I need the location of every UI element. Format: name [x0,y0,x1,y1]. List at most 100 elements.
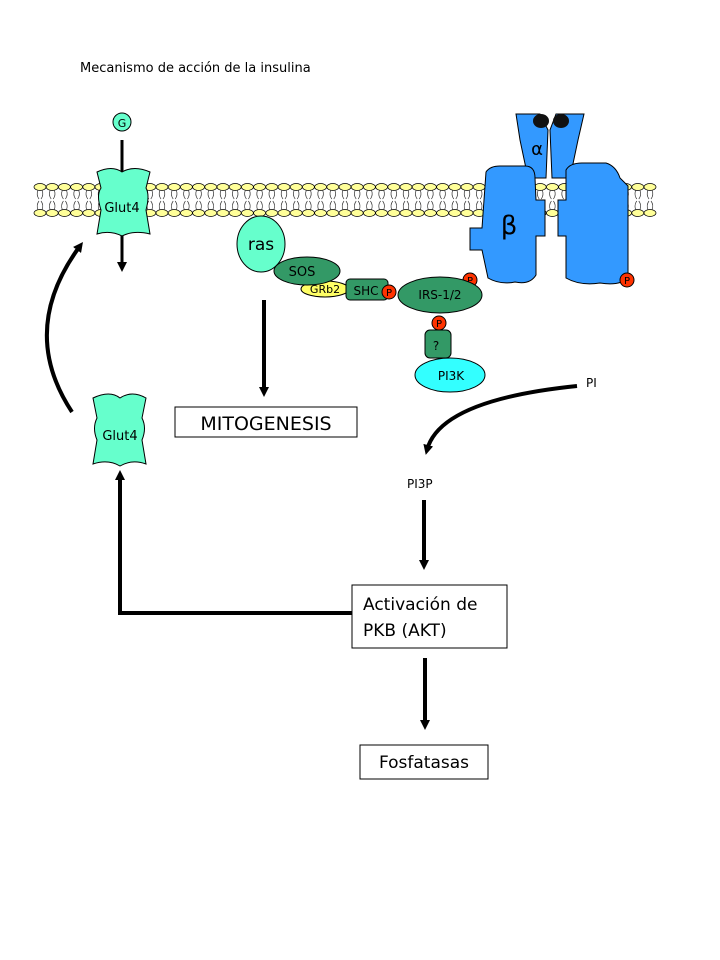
lipid-head [216,209,230,217]
receptor-beta-right [557,162,629,285]
irs-protein [397,276,483,314]
lipid-tail [317,200,324,211]
sos-label: SOS [289,265,316,280]
lipid-head [58,209,71,217]
lipid-head [302,209,315,217]
lipid-tail [317,189,324,200]
receptor-beta-left [469,165,546,284]
lipid-tail [634,200,641,211]
lipid-tail [256,200,263,211]
lipid-head [216,183,230,191]
lipid-head [241,183,254,191]
lipid-tail [549,200,556,211]
lipid-tail [366,200,373,211]
lipid-head [375,209,388,217]
lipid-head [363,183,376,191]
lipid-tail [476,200,483,211]
lipid-tail [158,200,166,211]
lipid-head [448,209,462,217]
lipid-head [350,209,364,217]
lipid-head [277,183,291,191]
lipid-head [45,209,59,217]
lipid-head [643,209,657,217]
lipid-tail [439,189,446,200]
lipid-head [33,209,47,217]
lipid-tail [390,200,397,211]
lipid-head [228,209,242,217]
lipid-head [643,183,657,191]
lipid-head [631,209,645,217]
lipid-head [375,183,388,191]
fosfatasas-label: Fosfatasas [379,753,469,773]
lipid-head [82,209,96,217]
lipid-head [399,183,413,191]
lipid-tail [244,189,251,200]
lipid-tail [61,200,68,211]
lipid-tail [280,189,288,200]
lipid-tail [232,200,239,211]
lipid-tail [256,189,263,200]
lipid-tail [439,200,446,211]
lipid-head [82,183,96,191]
lipid-head [314,183,327,191]
beta-subunit-label: β [501,211,518,241]
lipid-tail [244,200,251,211]
lipid-head [180,209,193,217]
mitogenesis-box [174,406,358,438]
lipid-tail [427,189,434,200]
pi-label: PI [586,376,597,390]
lipid-tail [305,189,312,200]
glut4-transporter-top [96,168,151,237]
lipid-tail [341,189,349,200]
lipid-tail [280,200,288,211]
lipid-tail [85,189,92,200]
lipid-head [265,183,279,191]
lipid-head [631,183,645,191]
lipid-head [546,183,559,191]
lipid-tail [61,189,68,200]
lipid-head [436,209,449,217]
lipid-head [448,183,462,191]
phosphate-adaptor-label: P [436,319,442,330]
akt-activation-line2: PKB (AKT) [363,621,447,641]
unknown-adaptor-label: ? [433,339,439,353]
lipid-head [33,183,47,191]
lipid-head [155,183,169,191]
lipid-head [411,183,425,191]
diagram-title: Mecanismo de acción de la insulina [80,61,311,76]
lipid-tail [293,200,300,211]
lipid-tail [219,189,227,200]
fosfatasas-box [359,744,489,780]
alpha-subunit-label: α [531,139,543,160]
phosphate-shc [381,284,397,300]
lipid-tail [36,200,44,211]
lipid-head [155,209,169,217]
lipid-head [192,183,205,191]
lipid-tail [268,200,275,211]
lipid-tail [378,189,385,200]
lipid-head [350,183,364,191]
lipid-head [228,183,242,191]
lipid-tail [427,200,434,211]
akt-activation-box [351,584,508,649]
lipid-head [204,209,218,217]
irs-label: IRS-1/2 [418,288,461,302]
lipid-head [302,183,315,191]
lipid-head [58,183,71,191]
akt-to-glut4-arrow [115,470,352,615]
lipid-tail [402,189,410,200]
lipid-head [253,183,266,191]
glucose-molecule [112,112,132,132]
lipid-head [167,183,181,191]
phosphate-shc-label: P [386,288,392,299]
lipid-tail [195,200,202,211]
lipid-tail [268,189,275,200]
lipid-head [387,209,401,217]
lipid-tail [366,189,373,200]
phosphate-receptor-right [619,272,635,288]
lipid-tail [549,189,556,200]
lipid-head [204,183,218,191]
translocation-arrow [45,241,83,414]
lipid-head [338,209,352,217]
lipid-tail [378,200,385,211]
